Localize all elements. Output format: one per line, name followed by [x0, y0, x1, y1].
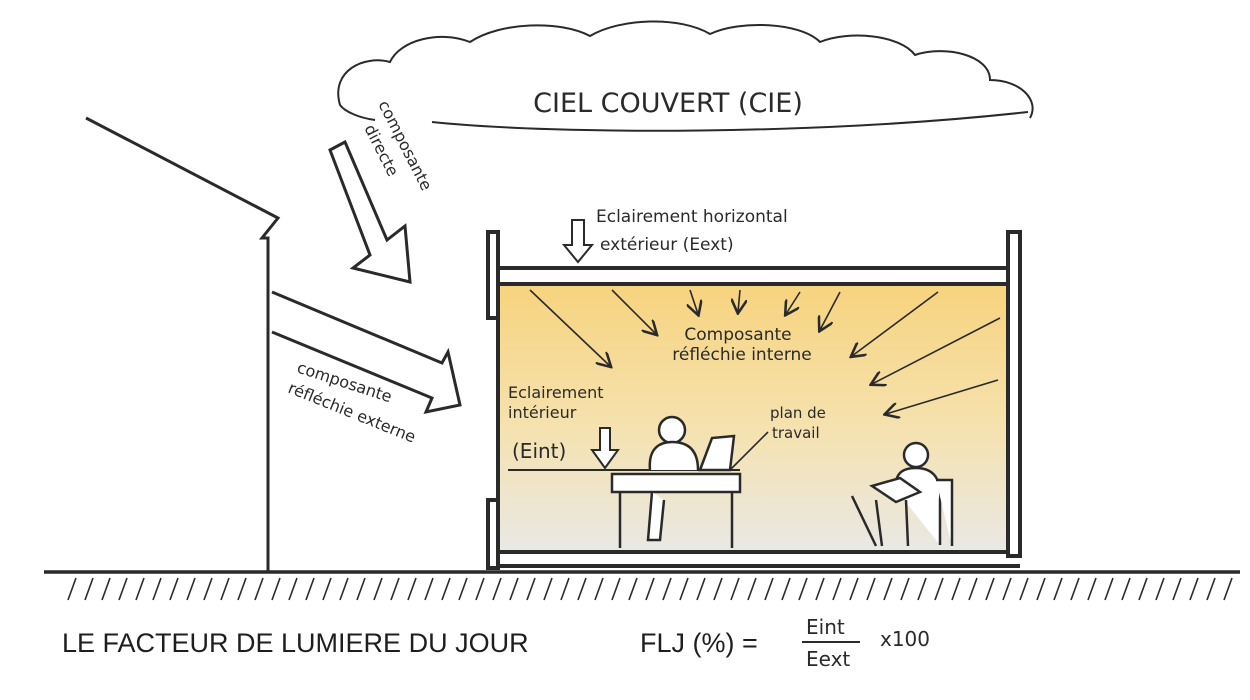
ground-hatching [68, 578, 1232, 600]
work-plane-label-1: plan de [770, 404, 826, 422]
interior-illuminance-label-2: intérieur [508, 403, 577, 422]
caption-title: LE FACTEUR DE LUMIERE DU JOUR [62, 628, 529, 658]
obstruction-building [86, 118, 278, 572]
exterior-illuminance-label-1: Eclairement horizontal [596, 207, 788, 227]
work-plane-label-2: travail [772, 424, 820, 442]
internal-component-label-2: réfléchie interne [672, 345, 812, 365]
interior-illuminance-label-3: (Eint) [512, 439, 566, 463]
formula-multiplier: x100 [880, 627, 930, 651]
exterior-illuminance-label-2: extérieur (Eext) [600, 235, 734, 255]
interior-illuminance-label-1: Eclairement [508, 383, 604, 402]
formula-denominator: Eext [806, 647, 850, 671]
formula-lhs: FLJ (%) = [640, 628, 758, 658]
formula-numerator: Eint [806, 615, 845, 639]
sky-label: CIEL COUVERT (CIE) [533, 88, 803, 119]
exterior-illuminance-arrow [564, 220, 592, 262]
internal-component-label-1: Composante [684, 325, 791, 345]
